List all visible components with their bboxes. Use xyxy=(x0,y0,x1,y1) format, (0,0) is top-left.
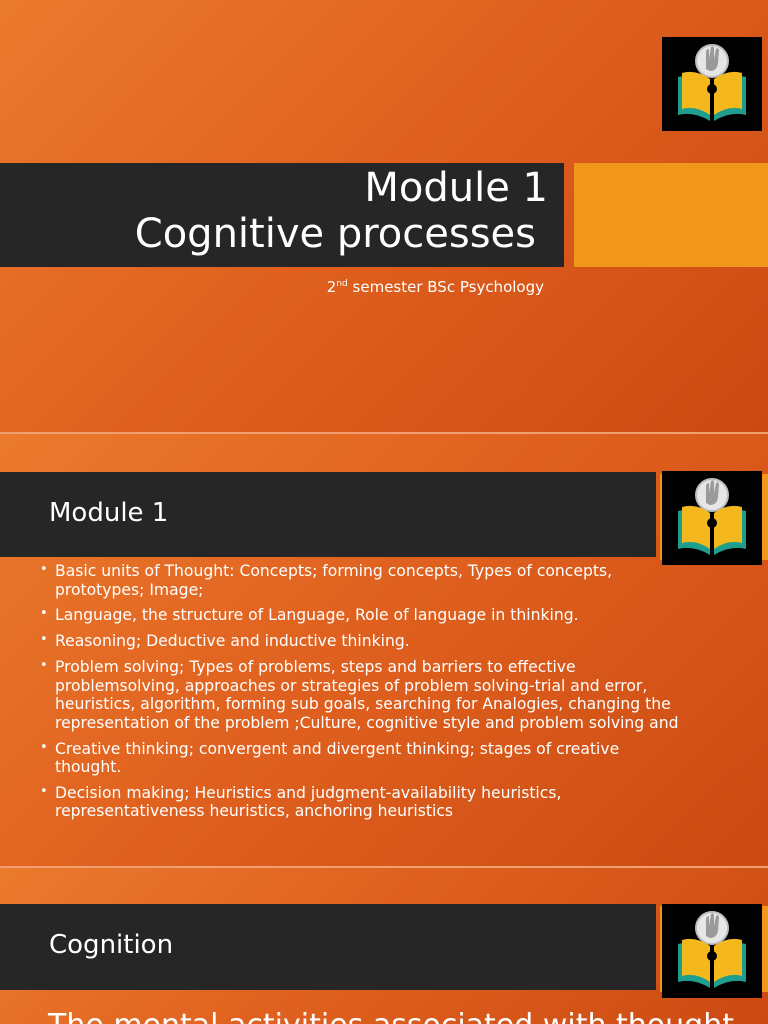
book-with-hand-emblem-icon xyxy=(662,904,762,998)
title-line-module: Module 1 xyxy=(364,165,548,211)
module-slide: Module 1 Basic units of Thought: Concept… xyxy=(0,434,768,866)
subtitle-ordinal: nd xyxy=(336,279,348,289)
heading-band: Cognition xyxy=(0,904,656,990)
title-band: Module 1 Cognitive processes xyxy=(0,163,564,267)
body-text: The mental activities associated with th… xyxy=(48,1008,734,1024)
heading-band: Module 1 xyxy=(0,472,656,557)
title-slide: Module 1 Cognitive processes 2nd semeste… xyxy=(0,0,768,432)
subtitle-number: 2 xyxy=(326,278,337,296)
bullet-item: Decision making; Heuristics and judgment… xyxy=(40,783,680,821)
bullet-item: Basic units of Thought: Concepts; formin… xyxy=(40,561,680,599)
slide-heading: Cognition xyxy=(49,930,174,960)
cognition-slide: Cognition The mental activities associat… xyxy=(0,868,768,1024)
title-line-topic: Cognitive processes xyxy=(134,211,536,257)
bullet-item: Creative thinking; convergent and diverg… xyxy=(40,739,680,777)
slide-heading: Module 1 xyxy=(49,498,169,528)
slide-divider xyxy=(0,432,768,434)
title-accent-block xyxy=(574,163,768,267)
slide-divider xyxy=(0,866,768,868)
bullet-item: Reasoning; Deductive and inductive think… xyxy=(40,631,680,651)
bullet-list: Basic units of Thought: Concepts; formin… xyxy=(40,561,680,828)
bullet-item: Language, the structure of Language, Rol… xyxy=(40,605,680,625)
book-with-hand-emblem-icon xyxy=(662,37,762,131)
subtitle-text: semester BSc Psychology xyxy=(347,278,544,296)
book-with-hand-emblem-icon xyxy=(662,471,762,565)
subtitle: 2nd semester BSc Psychology xyxy=(327,278,544,296)
bullet-item: Problem solving; Types of problems, step… xyxy=(40,657,680,732)
